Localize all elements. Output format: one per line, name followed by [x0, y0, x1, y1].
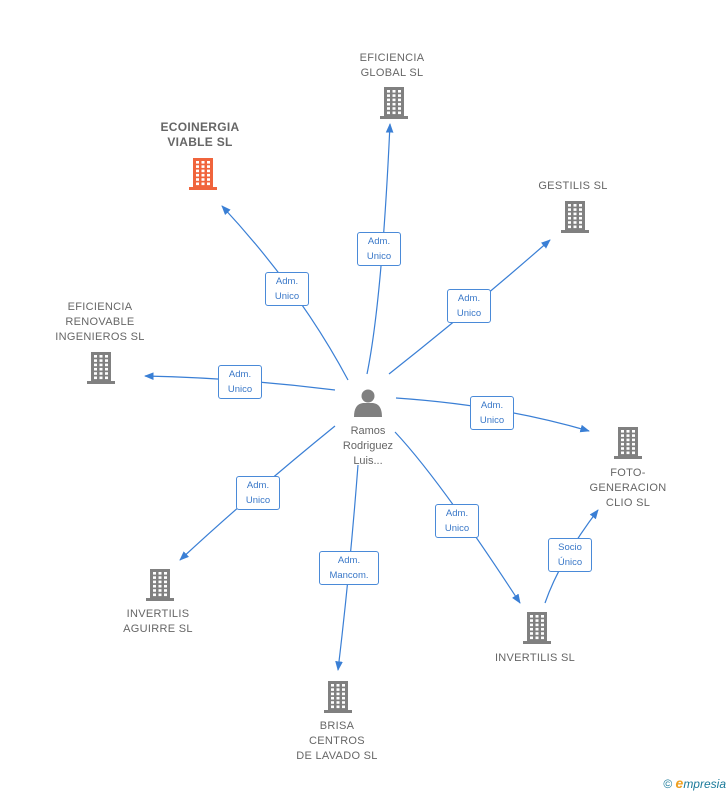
edge-invertilis [394, 431, 521, 604]
footer-brand: © empresia [663, 775, 726, 791]
brand-logo-text: mpresia [683, 777, 726, 791]
edge-label-invertilis-aguirre[interactable]: Adm. Unico [236, 476, 280, 510]
company-name-foto-generacion[interactable]: FOTO- GENERACION CLIO SL [589, 467, 667, 509]
company-name-invertilis[interactable]: INVERTILIS SL [494, 652, 576, 664]
brand-logo-letter: e [675, 775, 684, 791]
edge-label-ecoinergia[interactable]: Adm. Unico [265, 272, 309, 306]
edge-eficiencia-global [366, 123, 394, 375]
building-icon[interactable] [380, 87, 408, 119]
edge-label-eficiencia-global[interactable]: Adm. Unico [357, 232, 401, 266]
person-icon[interactable] [354, 389, 382, 418]
edge-label-brisa[interactable]: Adm. Mancom. [319, 551, 379, 585]
company-name-ecoinergia[interactable]: ECOINERGIA VIABLE SL [160, 120, 240, 149]
building-icon[interactable] [146, 569, 174, 601]
building-icon[interactable] [523, 612, 551, 644]
building-icon[interactable] [189, 158, 217, 190]
company-name-eficiencia-global[interactable]: EFICIENCIA GLOBAL SL [359, 52, 425, 79]
building-icon[interactable] [561, 201, 589, 233]
copyright-symbol: © [663, 777, 673, 791]
edge-label-eficiencia-renovable[interactable]: Adm. Unico [218, 365, 262, 399]
person-name[interactable]: Ramos Rodriguez Luis... [342, 425, 394, 467]
edge-label-invertilis[interactable]: Adm. Unico [435, 504, 479, 538]
company-name-brisa[interactable]: BRISA CENTROS DE LAVADO SL [296, 720, 378, 762]
edge-label-gestilis[interactable]: Adm. Unico [447, 289, 491, 323]
company-name-gestilis[interactable]: GESTILIS SL [538, 180, 608, 192]
company-name-invertilis-aguirre[interactable]: INVERTILIS AGUIRRE SL [123, 608, 193, 635]
company-name-eficiencia-renovable[interactable]: EFICIENCIA RENOVABLE INGENIEROS SL [55, 301, 145, 343]
edge-label-foto-generacion[interactable]: Adm. Unico [470, 396, 514, 430]
building-icon[interactable] [87, 352, 115, 384]
edge-label-invertilis-to-foto-generacion[interactable]: Socio Único [548, 538, 592, 572]
building-icon[interactable] [324, 681, 352, 713]
building-icon[interactable] [614, 427, 642, 459]
